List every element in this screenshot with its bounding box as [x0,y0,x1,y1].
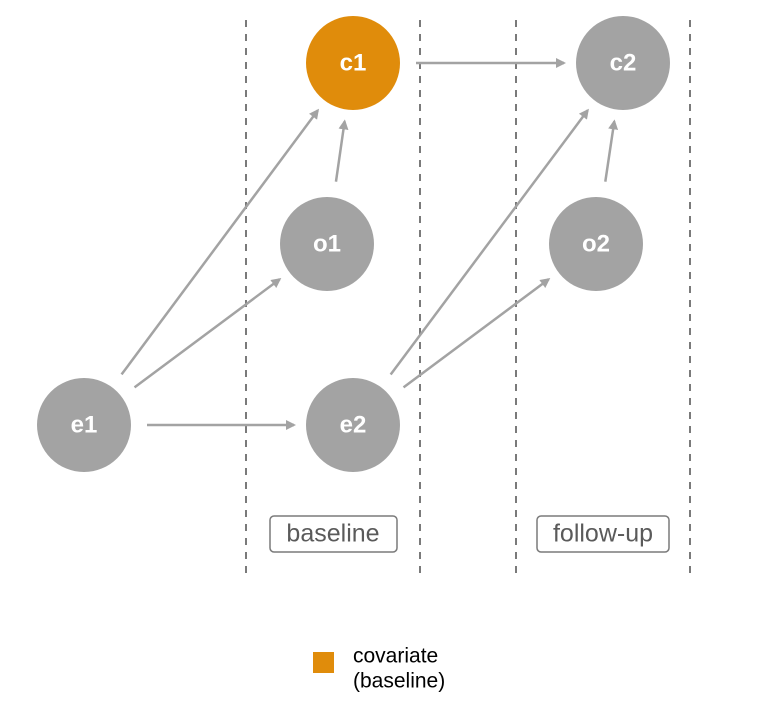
edge-o2-to-c2 [604,119,619,182]
edge-o1-to-c1 [334,119,349,182]
node-c2-label: c2 [610,49,637,76]
node-o1-circle [280,197,374,291]
edges [120,58,619,430]
node-c1-label: c1 [340,49,367,76]
period-label-baseline-text: baseline [286,520,379,548]
node-o2-circle [549,197,643,291]
period-label-followup-text: follow-up [553,520,653,548]
node-o2: o2 [549,197,643,291]
period-label-followup: follow-up [536,515,670,553]
node-c2-circle [576,16,670,110]
legend-covariate-line1: covariate [353,645,438,668]
node-o2-label: o2 [582,230,610,257]
node-c1-circle [306,16,400,110]
node-c1: c1 [306,16,400,110]
period-label-baseline-box [269,515,398,553]
period-dividers [245,20,691,580]
node-o1: o1 [280,197,374,291]
node-e1-label: e1 [71,411,98,438]
node-e2-label: e2 [340,411,367,438]
period-label-followup-box [536,515,670,553]
edge-e2-to-o2 [402,278,551,389]
node-o1-label: o1 [313,230,341,257]
edge-e1-to-o1 [133,278,282,389]
node-c2: c2 [576,16,670,110]
legend: covariate (baseline) [313,645,445,693]
edge-e2-to-c2 [389,108,589,376]
node-e1: e1 [37,378,131,472]
node-e2-circle [306,378,400,472]
legend-covariate-line2: (baseline) [353,670,445,693]
edge-e1-to-c1 [120,108,320,376]
node-e2: e2 [306,378,400,472]
legend-covariate-swatch [313,652,334,673]
node-e1-circle [37,378,131,472]
period-label-baseline: baseline [269,515,398,553]
